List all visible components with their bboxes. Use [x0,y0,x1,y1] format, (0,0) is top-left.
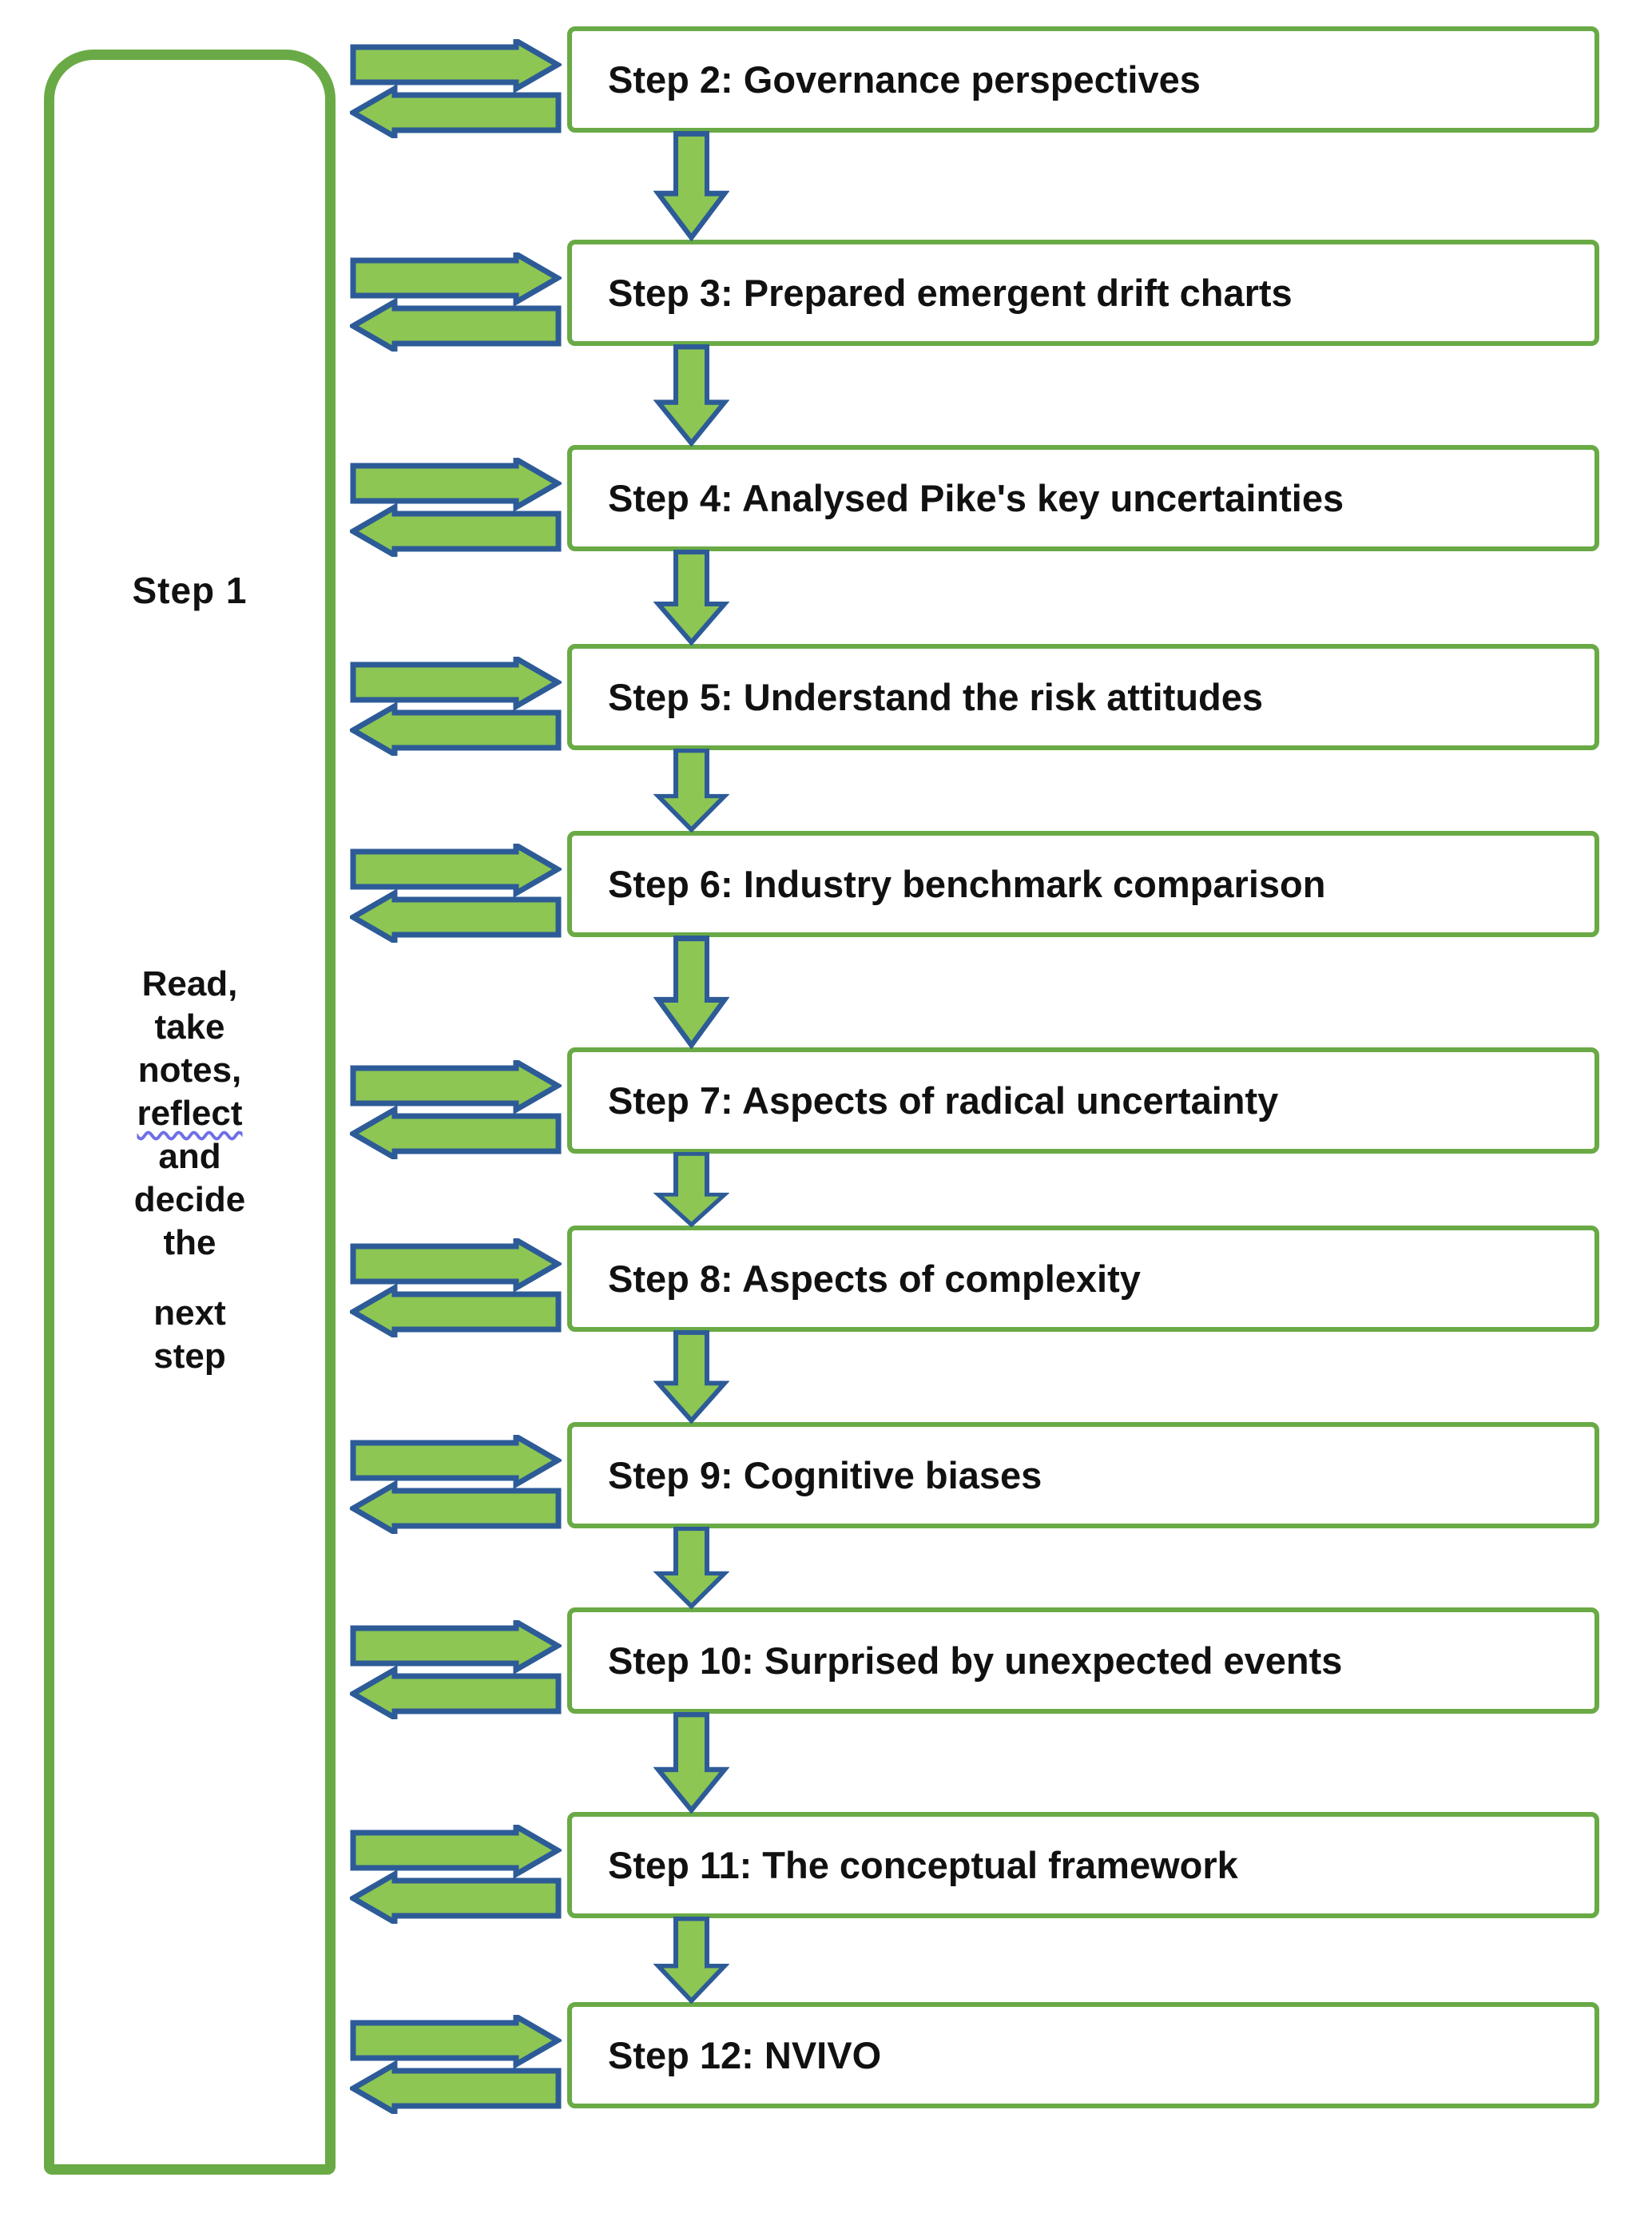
bidirectional-arrows-icon [350,252,562,352]
bidirectional-arrows-icon [350,458,562,557]
step1-description-line: step [153,1337,226,1376]
step-label: Step 8: Aspects of complexity [608,1258,1141,1300]
down-arrow-icon [653,550,729,646]
step-label: Step 2: Governance perspectives [608,58,1201,101]
step-label: Step 6: Industry benchmark comparison [608,863,1326,905]
step-label: Step 12: NVIVO [608,2034,882,2076]
left-arrow-icon [350,1664,562,1719]
line-spacer [44,1265,336,1292]
left-arrow-icon [350,1282,562,1337]
step-box-9: Step 9: Cognitive biases [567,1422,1599,1528]
step-box-10: Step 10: Surprised by unexpected events [567,1607,1599,1714]
right-arrow-icon [350,657,562,712]
step-label: Step 3: Prepared emergent drift charts [608,272,1293,314]
bidirectional-arrows-icon [350,657,562,756]
left-arrow-icon [350,2059,562,2114]
bidirectional-arrows-icon [350,1620,562,1719]
step-label: Step 4: Analysed Pike's key uncertaintie… [608,477,1344,519]
step-label: Step 9: Cognitive biases [608,1454,1042,1496]
step-label: Step 10: Surprised by unexpected events [608,1639,1343,1682]
down-arrow-icon [653,1527,729,1609]
right-arrow-icon [350,2015,562,2070]
right-arrow-icon [350,39,562,94]
left-arrow-icon [350,83,562,138]
bidirectional-arrows-icon [350,39,562,138]
step1-description-line: decide [133,1180,246,1219]
bidirectional-arrows-icon [350,844,562,943]
bidirectional-arrows-icon [350,1825,562,1924]
down-arrow-icon [653,1917,729,2004]
left-arrow-icon [350,296,562,352]
step-box-3: Step 3: Prepared emergent drift charts [567,240,1599,346]
bidirectional-arrows-icon [350,1435,562,1534]
down-arrow-icon [653,131,729,241]
down-arrow-icon [653,1712,729,1814]
step-box-4: Step 4: Analysed Pike's key uncertaintie… [567,445,1599,551]
step-box-5: Step 5: Understand the risk attitudes [567,644,1599,750]
down-arrow-icon [653,1152,729,1227]
right-arrow-icon [350,1060,562,1115]
down-arrow-icon [653,936,729,1049]
down-arrow-icon [653,1330,729,1424]
bidirectional-arrows-icon [350,2015,562,2114]
right-arrow-icon [350,1620,562,1675]
left-arrow-icon [350,1104,562,1159]
down-arrow-icon [653,749,729,832]
step1-description-line: the [163,1223,216,1262]
down-arrow-icon [653,344,729,447]
left-arrow-icon [350,1869,562,1924]
step-label: Step 5: Understand the risk attitudes [608,676,1264,718]
step-box-11: Step 11: The conceptual framework [567,1812,1599,1918]
left-arrow-icon [350,701,562,756]
bidirectional-arrows-icon [350,1060,562,1159]
step-box-7: Step 7: Aspects of radical uncertainty [567,1047,1599,1154]
step1-description-line: take [154,1007,225,1047]
right-arrow-icon [350,458,562,513]
step1-description-line: Read, [141,964,238,1003]
right-arrow-icon [350,844,562,899]
step1-description-line: notes, [137,1051,242,1090]
step1-box [44,50,336,2175]
step1-description-line: and [158,1137,221,1176]
step-box-8: Step 8: Aspects of complexity [567,1226,1599,1332]
step1-title: Step 1 [132,570,248,611]
right-arrow-icon [350,1825,562,1880]
right-arrow-icon [350,1238,562,1293]
right-arrow-icon [350,1435,562,1490]
step-label: Step 7: Aspects of radical uncertainty [608,1079,1279,1122]
step-box-2: Step 2: Governance perspectives [567,26,1599,133]
bidirectional-arrows-icon [350,1238,562,1337]
step-label: Step 11: The conceptual framework [608,1844,1238,1886]
step1-description-line-reflect: reflect [137,1094,243,1133]
left-arrow-icon [350,888,562,943]
step-box-12: Step 12: NVIVO [567,2002,1599,2108]
left-arrow-icon [350,1479,562,1534]
left-arrow-icon [350,502,562,557]
right-arrow-icon [350,252,562,308]
step-box-6: Step 6: Industry benchmark comparison [567,831,1599,937]
step1-description-line: next [153,1293,226,1333]
step1-description: Read, take notes, reflect and decide the… [44,963,336,1378]
